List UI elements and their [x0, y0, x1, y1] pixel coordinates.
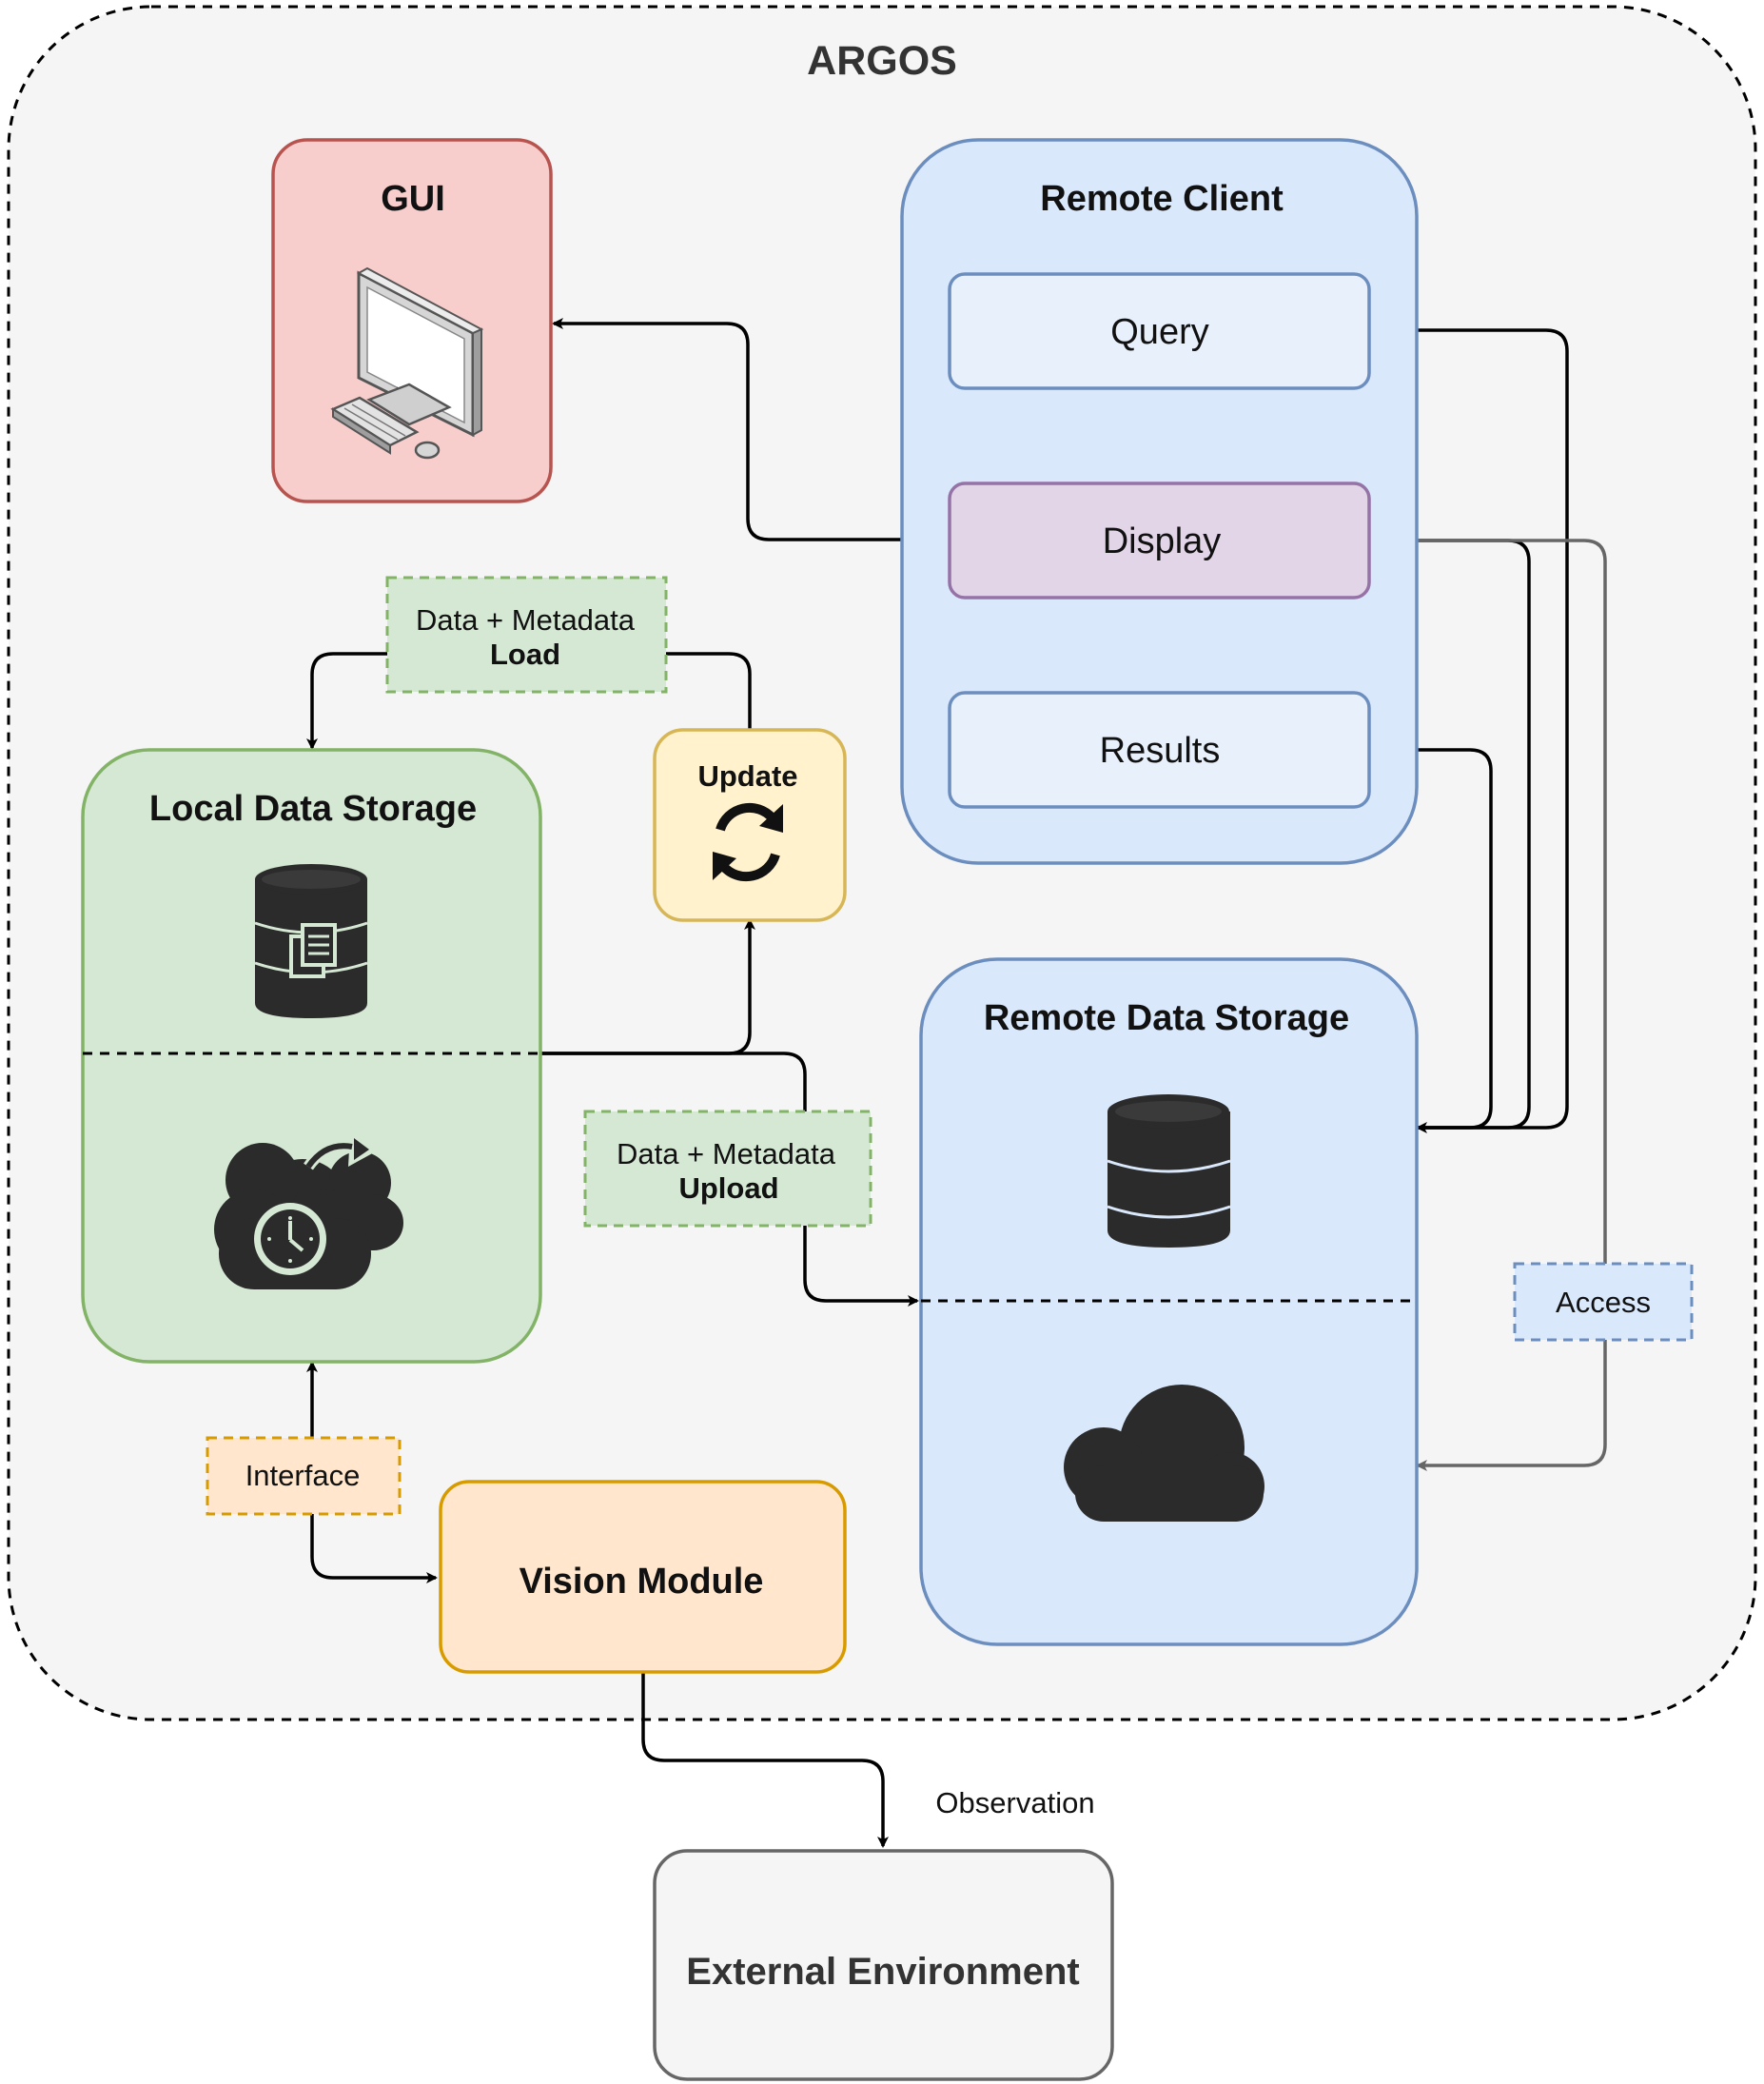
database-documents-icon: [254, 864, 368, 1018]
interface-vision-link: [310, 1434, 438, 1583]
access-tag: Access: [1513, 1262, 1694, 1342]
argos-title: ARGOS: [807, 38, 957, 84]
remote-storage-label: Remote Data Storage: [984, 998, 1349, 1038]
local-storage-label: Local Data Storage: [149, 789, 477, 829]
update-label: Update: [697, 759, 797, 793]
cloud-icon: [1064, 1385, 1264, 1522]
external-environment-box[interactable]: External Environment: [653, 1849, 1114, 2081]
results-box[interactable]: Results: [948, 691, 1371, 809]
upload-tag: Data + Metadata Upload: [583, 1110, 872, 1228]
access-tag-label: Access: [1556, 1286, 1651, 1319]
upload-tag-line2: Upload: [678, 1171, 778, 1205]
vision-external-link: [641, 1672, 889, 1848]
gui-display-link: [552, 318, 959, 545]
desktop-computer-icon: [330, 266, 484, 460]
gui-box[interactable]: GUI: [271, 138, 553, 503]
local-storage-box: Local Data Storage: [81, 748, 542, 1364]
query-box[interactable]: Query: [948, 272, 1371, 390]
observation-label: Observation: [935, 1786, 1094, 1819]
remote-client-label: Remote Client: [1040, 179, 1284, 219]
vision-module-box[interactable]: Vision Module: [439, 1480, 847, 1674]
interface-tag-label: Interface: [245, 1459, 361, 1492]
cloud-clock-upload-icon: [214, 1132, 403, 1289]
refresh-icon: [713, 802, 783, 882]
update-box[interactable]: Update: [653, 728, 847, 922]
interface-tag: Interface: [206, 1436, 402, 1516]
remote-storage-box: Remote Data Storage: [919, 957, 1419, 1646]
results-remote-link: [1360, 744, 1493, 1133]
access-link: [1360, 535, 1607, 1471]
upload-tag-line1: Data + Metadata: [617, 1137, 836, 1170]
query-remote-link: [1360, 324, 1569, 1130]
display-label: Display: [1103, 521, 1222, 561]
external-environment-label: External Environment: [686, 1951, 1079, 1993]
load-tag: Data + Metadata Load: [385, 576, 668, 694]
display-box[interactable]: Display: [948, 482, 1371, 600]
results-label: Results: [1100, 731, 1221, 771]
load-tag-line1: Data + Metadata: [416, 603, 636, 637]
database-icon: [1107, 1094, 1231, 1248]
query-label: Query: [1110, 312, 1208, 352]
load-tag-line2: Load: [490, 638, 560, 671]
gui-label: GUI: [381, 179, 445, 219]
vision-module-label: Vision Module: [519, 1562, 764, 1602]
